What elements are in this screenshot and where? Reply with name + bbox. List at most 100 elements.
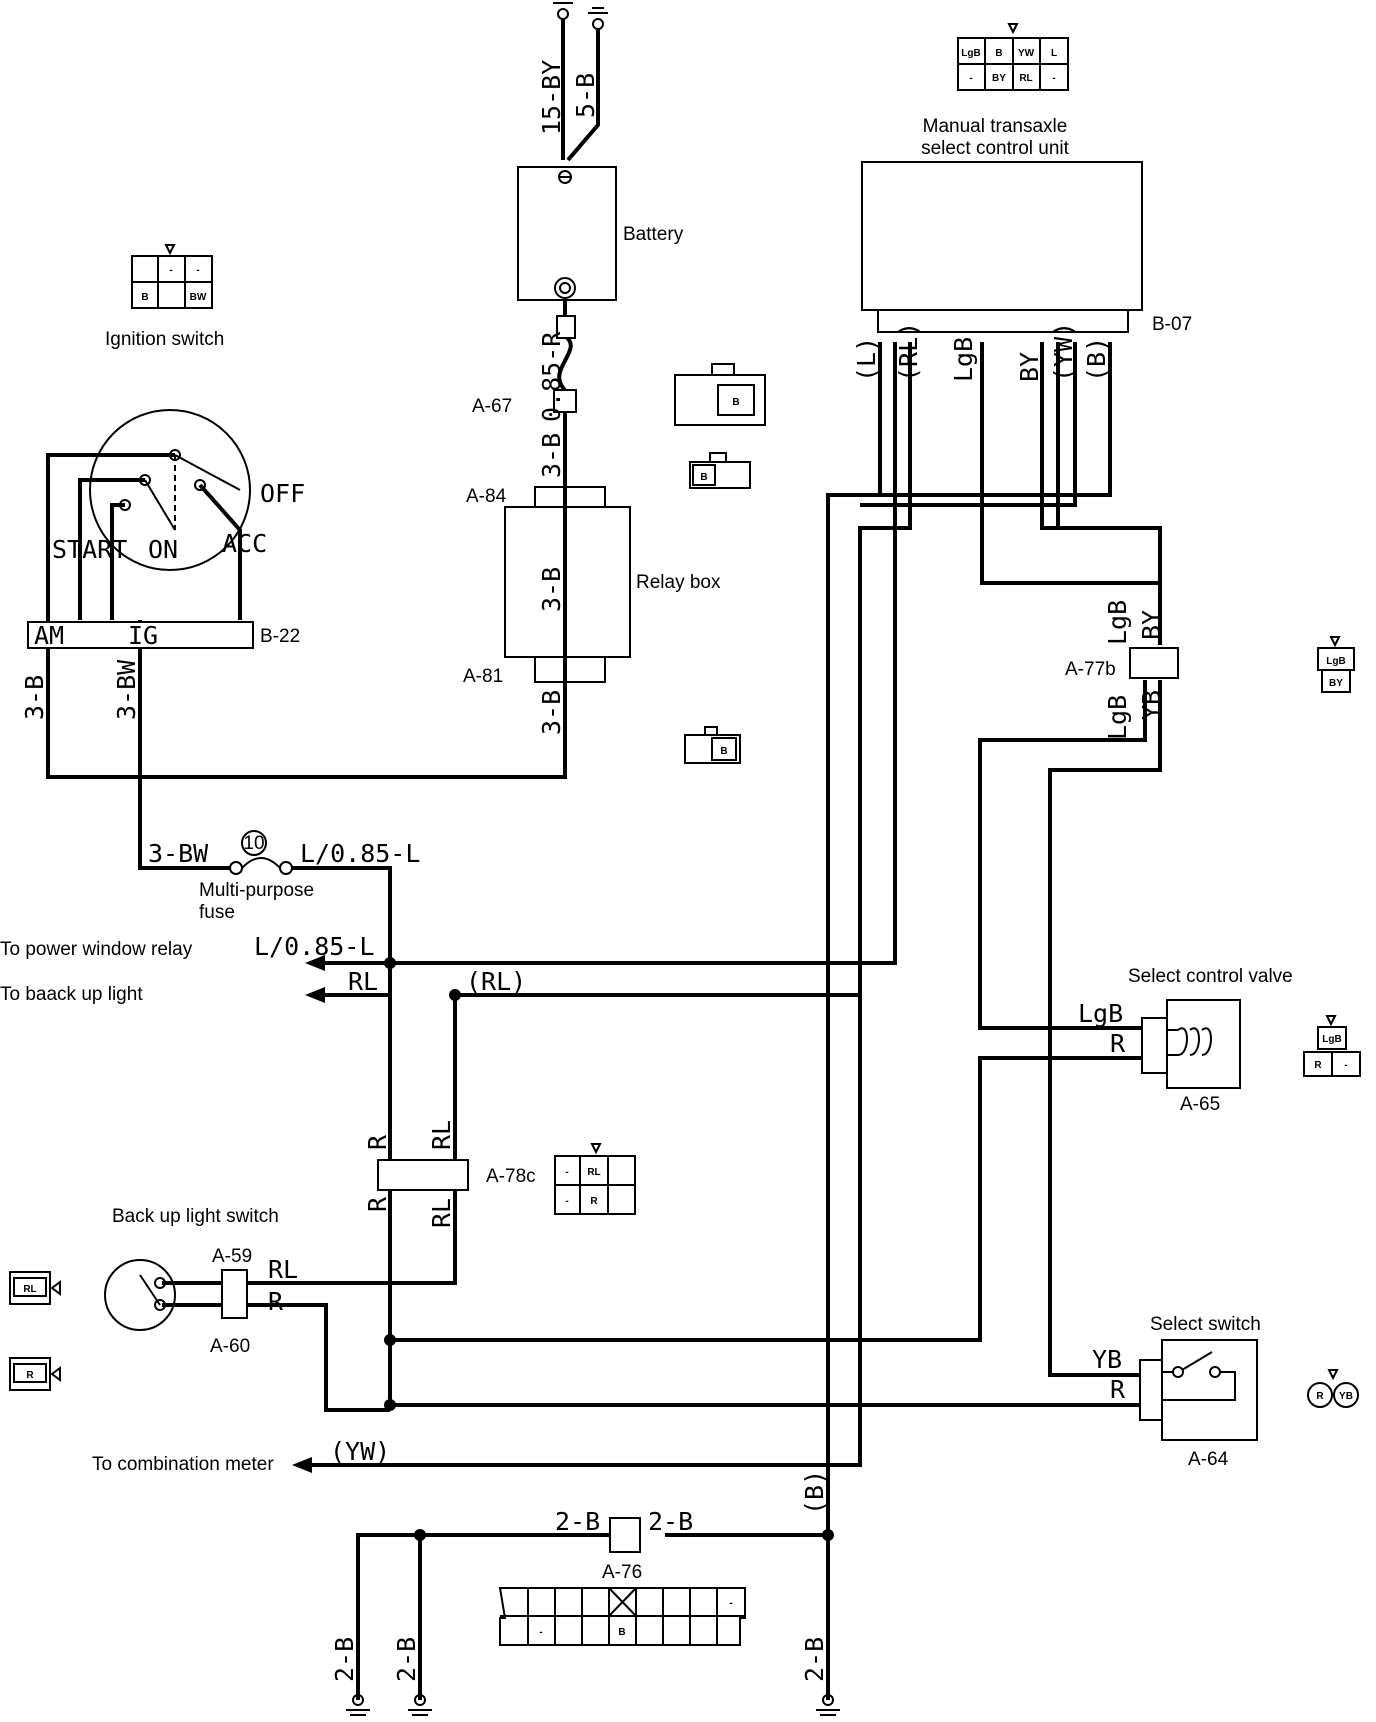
wire-label-3b-a67: 3-B [537, 433, 566, 478]
pinout-a81: B [684, 726, 741, 764]
wire-label-l085-fuse: L/0.85-L [300, 839, 420, 868]
pinout-a59: RL [9, 1271, 61, 1305]
wire-label-l085-window: L/0.85-L [254, 932, 374, 961]
connector-b07-label: B-07 [1152, 314, 1192, 335]
fusible-link-connector-top [556, 315, 576, 339]
multi-purpose-fuse-symbol [229, 830, 293, 875]
wire-label-2b-right: 2-B [648, 1507, 693, 1536]
connector-a67-label: A-67 [472, 396, 512, 417]
wire-label-rl-a78c-top: RL [427, 1120, 456, 1150]
wire-label-085r: 0.85-R [537, 331, 566, 422]
connector-a77b [1129, 647, 1179, 679]
wire-label-rl-paren: (RL) [466, 967, 526, 996]
wire-label-3bw-ig: 3-BW [112, 659, 141, 720]
switch-acc-label: ACC [222, 529, 267, 558]
connector-a81-label: A-81 [463, 666, 503, 687]
wire-label-rl-a78c-bottom: RL [427, 1198, 456, 1228]
wire-label-by-cu: BY [1015, 352, 1044, 382]
wire-label-yw-cu: (YW) [1049, 322, 1078, 382]
svg-text:BY: BY [992, 73, 1006, 84]
relay-box-symbol [504, 486, 631, 683]
relay-box-label: Relay box [636, 572, 721, 593]
wire-label-yb-a77b: YB [1137, 690, 1166, 720]
svg-text:-: - [565, 1167, 568, 1178]
control-unit-label-line1: Manual transaxle [923, 116, 1068, 137]
svg-text:B: B [720, 746, 727, 757]
connector-a76 [609, 1517, 641, 1553]
ignition-switch-symbol [27, 409, 254, 649]
svg-text:RL: RL [587, 1167, 600, 1178]
destination-arrows [292, 955, 325, 1473]
svg-text:BW: BW [190, 292, 207, 303]
pinout-a77b: LgB BY [1317, 636, 1355, 693]
wire-label-2b-ground-2: 2-B [392, 1637, 421, 1682]
wire-label-rl-backup: RL [348, 967, 378, 996]
svg-text:-: - [729, 1598, 732, 1609]
svg-text:B: B [732, 397, 739, 408]
connector-a64-label: A-64 [1188, 1449, 1229, 1470]
pinout-b07: LgB B YW L - BY RL - [957, 23, 1069, 91]
fusible-link-connector-a67 [553, 389, 577, 413]
wire-label-lgb-valve: LgB [1078, 999, 1123, 1028]
svg-text:B: B [141, 292, 148, 303]
switch-ig-label: IG [128, 621, 158, 650]
wire-label-r-a78c-top: R [363, 1134, 392, 1150]
wire-label-lgb-a77b-top: LgB [1103, 600, 1132, 645]
svg-text:BY: BY [1329, 678, 1343, 689]
svg-text:-: - [196, 265, 199, 276]
svg-text:-: - [969, 73, 972, 84]
svg-text:-: - [1344, 1060, 1347, 1071]
pinout-a78c: - RL - R [554, 1143, 636, 1215]
select-switch-label: Select switch [1150, 1314, 1261, 1335]
svg-text:LgB: LgB [961, 48, 980, 59]
switch-off-label: OFF [260, 479, 305, 508]
wire-label-2b-left: 2-B [555, 1507, 600, 1536]
pinout-a60: R [9, 1357, 61, 1391]
svg-text:LgB: LgB [1322, 1034, 1341, 1045]
wire-label-r-valve: R [1110, 1029, 1126, 1058]
svg-text:-: - [1052, 73, 1055, 84]
fuse-label-line2: fuse [199, 902, 235, 923]
connector-b22-label: B-22 [260, 626, 300, 647]
wire-label-5b: 5-B [571, 73, 600, 118]
wire-label-yb-switch: YB [1092, 1345, 1122, 1374]
svg-text:B: B [618, 1627, 625, 1638]
wire-label-3b-relay: 3-B [537, 567, 566, 612]
select-control-valve-symbol [1141, 999, 1241, 1089]
battery-symbol [517, 166, 617, 301]
wire-label-2b-ground-1: 2-B [330, 1637, 359, 1682]
svg-text:R: R [1314, 1060, 1322, 1071]
wire-label-3bw-horizontal: 3-BW [148, 839, 209, 868]
pinout-a64: R YB [1307, 1369, 1359, 1408]
connector-a59-label: A-59 [212, 1246, 252, 1267]
wire-label-by-a77b: BY [1137, 610, 1166, 640]
switch-on-label: ON [148, 535, 178, 564]
wire-label-r-a60: R [268, 1287, 284, 1316]
svg-text:YW: YW [1018, 48, 1035, 59]
wire-label-15by: 15-BY [537, 60, 566, 135]
svg-text:B: B [700, 472, 707, 483]
backup-light-switch-label: Back up light switch [112, 1206, 279, 1227]
ground-symbols [346, 2, 840, 1716]
pinout-a84: B [689, 452, 751, 489]
connector-a78c-label: A-78c [486, 1166, 536, 1187]
select-control-valve-label: Select control valve [1128, 966, 1293, 987]
wire-label-yw-meter: (YW) [330, 1437, 390, 1466]
ignition-switch-label: Ignition switch [105, 329, 224, 350]
connector-a60-label: A-60 [210, 1336, 250, 1357]
wire-label-b-cu: (B) [1082, 337, 1111, 382]
svg-text:-: - [565, 1196, 568, 1207]
connector-a78c [377, 1159, 469, 1191]
to-combination-meter: To combination meter [92, 1454, 274, 1475]
wire-label-r-a78c-bottom: R [363, 1196, 392, 1212]
pinout-a65: LgB R - [1303, 1015, 1361, 1077]
connector-a65-label: A-65 [1180, 1094, 1220, 1115]
svg-text:L: L [1051, 48, 1057, 59]
wire-label-r-switch: R [1110, 1375, 1126, 1404]
svg-text:-: - [539, 1627, 542, 1638]
svg-text:YB: YB [1339, 1391, 1353, 1402]
svg-text:LgB: LgB [1326, 656, 1345, 667]
wire-label-rl-cu: (RL) [894, 322, 923, 382]
svg-text:-: - [169, 265, 172, 276]
